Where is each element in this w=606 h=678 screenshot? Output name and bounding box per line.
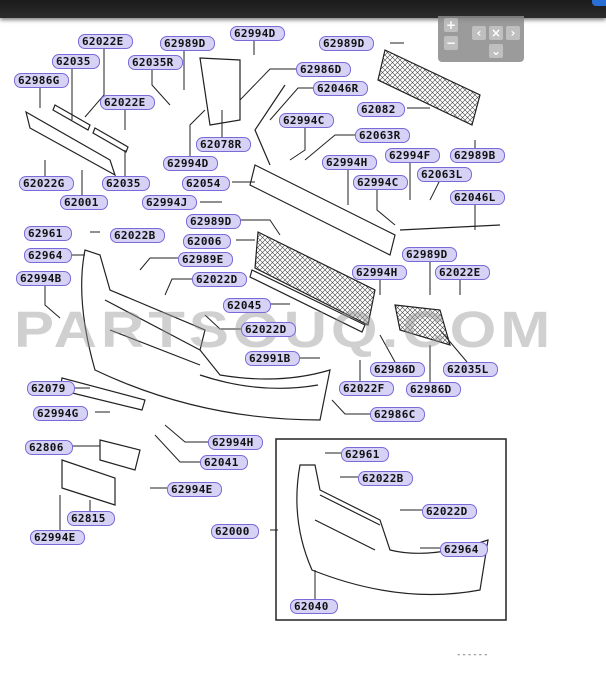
part-number-label[interactable]: 62040 — [290, 599, 338, 614]
part-number-label[interactable]: 62022B — [358, 471, 413, 486]
part-number-label[interactable]: 62022D — [241, 322, 296, 337]
part-number-label[interactable]: 62994J — [142, 195, 197, 210]
license-plate-bracket — [61, 439, 141, 506]
part-number-label[interactable]: 62986D — [406, 382, 461, 397]
part-number-label[interactable]: 62986D — [296, 62, 351, 77]
diagram-code: ------ — [456, 650, 489, 660]
part-number-label[interactable]: 62994H — [208, 435, 263, 450]
part-number-label[interactable]: 62994C — [353, 175, 408, 190]
part-number-label[interactable]: 62989D — [186, 214, 241, 229]
part-number-label[interactable]: 62989B — [450, 148, 505, 163]
part-number-label[interactable]: 62989D — [160, 36, 215, 51]
zoom-in-button[interactable]: + — [444, 18, 458, 32]
part-number-label[interactable]: 62000 — [211, 524, 259, 539]
part-number-label[interactable]: 62035 — [102, 176, 150, 191]
part-number-label[interactable]: 62986D — [370, 362, 425, 377]
part-number-label[interactable]: 62046R — [313, 81, 368, 96]
part-number-label[interactable]: 62994E — [167, 482, 222, 497]
part-number-label[interactable]: 62045 — [223, 298, 271, 313]
front-bumper — [81, 249, 331, 421]
toolbar-corner-accent — [592, 0, 606, 6]
part-number-label[interactable]: 62994G — [33, 406, 88, 421]
leader-lines — [39, 39, 476, 599]
part-number-label[interactable]: 62082 — [357, 102, 405, 117]
part-number-label[interactable]: 62022E — [435, 265, 490, 280]
part-number-label[interactable]: 62994C — [279, 113, 334, 128]
part-number-label[interactable]: 62022D — [192, 272, 247, 287]
part-number-label[interactable]: 62079 — [27, 381, 75, 396]
part-number-label[interactable]: 62961 — [341, 447, 389, 462]
inset-bumper — [296, 464, 489, 596]
part-number-label[interactable]: 62986G — [14, 73, 69, 88]
part-number-label[interactable]: 62006 — [183, 234, 231, 249]
part-number-label[interactable]: 62986C — [370, 407, 425, 422]
part-number-label[interactable]: 62022E — [100, 95, 155, 110]
part-number-label[interactable]: 62815 — [67, 511, 115, 526]
part-number-label[interactable]: 62989E — [178, 252, 233, 267]
part-number-label[interactable]: 62994F — [385, 148, 440, 163]
part-number-label[interactable]: 62994E — [30, 530, 85, 545]
pan-right-button[interactable]: › — [506, 26, 520, 40]
part-number-label[interactable]: 62078R — [196, 137, 251, 152]
part-number-label[interactable]: 62989D — [402, 247, 457, 262]
part-number-label[interactable]: 62054 — [182, 176, 230, 191]
part-number-label[interactable]: 62063R — [355, 128, 410, 143]
inset-box — [275, 438, 507, 621]
upper-grille — [199, 49, 481, 166]
pan-left-button[interactable]: ‹ — [472, 26, 486, 40]
lower-grille — [249, 231, 451, 346]
part-number-label[interactable]: 62991B — [245, 351, 300, 366]
part-number-label[interactable]: 62063L — [417, 167, 472, 182]
part-number-label[interactable]: 62022E — [78, 34, 133, 49]
part-number-label[interactable]: 62035R — [128, 55, 183, 70]
part-number-label[interactable]: 62806 — [25, 440, 73, 455]
part-number-label[interactable]: 62035L — [443, 362, 498, 377]
pan-down-button[interactable]: ⌄ — [489, 44, 503, 58]
part-number-label[interactable]: 62994H — [322, 155, 377, 170]
part-number-label[interactable]: 62994D — [163, 156, 218, 171]
part-number-label[interactable]: 62022F — [339, 381, 394, 396]
part-number-label[interactable]: 62994H — [352, 265, 407, 280]
reinforcement-bar — [25, 104, 129, 177]
part-number-label[interactable]: 62022B — [110, 228, 165, 243]
part-number-label[interactable]: 62964 — [440, 542, 488, 557]
part-number-label[interactable]: 62041 — [200, 455, 248, 470]
part-number-label[interactable]: 62994B — [16, 271, 71, 286]
grille-frame — [249, 164, 501, 256]
part-number-label[interactable]: 62989D — [319, 36, 374, 51]
part-number-label[interactable]: 62022D — [422, 504, 477, 519]
part-number-label[interactable]: 62046L — [450, 190, 505, 205]
zoom-out-button[interactable]: − — [444, 36, 458, 50]
part-number-label[interactable]: 62994D — [230, 26, 285, 41]
part-number-label[interactable]: 62964 — [24, 248, 72, 263]
part-number-label[interactable]: 62961 — [24, 226, 72, 241]
part-number-label[interactable]: 62022G — [19, 176, 74, 191]
part-number-label[interactable]: 62001 — [60, 195, 108, 210]
close-button[interactable]: × — [489, 26, 503, 40]
map-zoom-controls: + − ‹ × › ⌄ — [438, 16, 524, 62]
top-toolbar — [0, 0, 606, 18]
part-number-label[interactable]: 62035 — [52, 54, 100, 69]
